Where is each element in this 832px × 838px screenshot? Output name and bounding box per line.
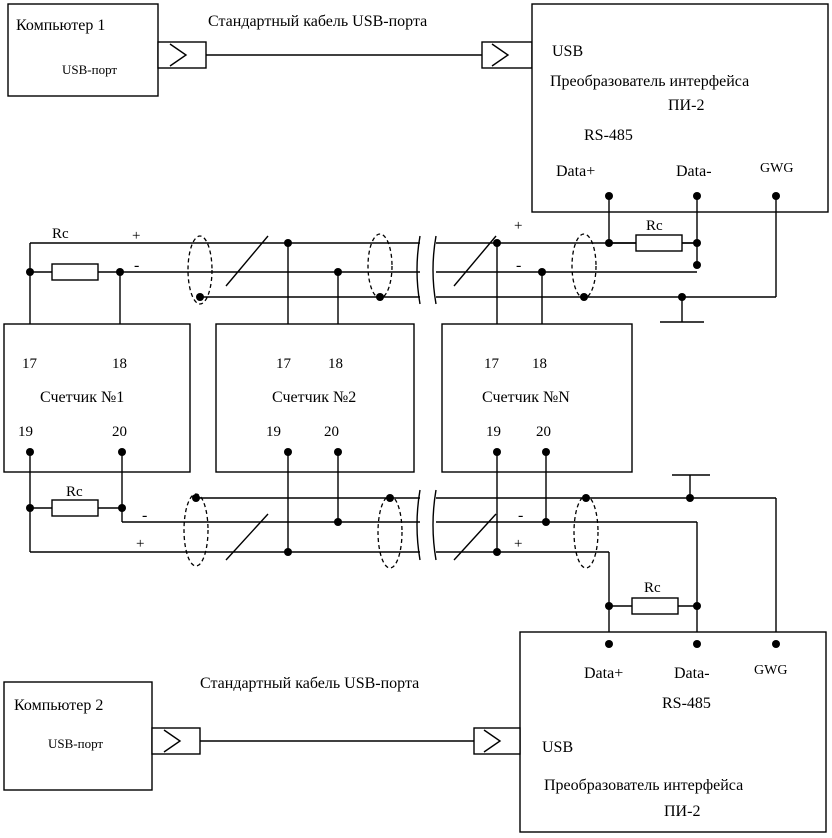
meter-2-bottom-plus-node <box>284 548 292 556</box>
converter-2-gwg-label: GWG <box>754 663 787 678</box>
converter-1-data-plus-label: Data+ <box>556 163 595 180</box>
computer-1: Компьютер 1 USB-порт <box>7 3 159 97</box>
bottom-drain-lead-1 <box>225 513 269 561</box>
bottom-left-plus-label: + <box>136 536 144 552</box>
meter-n-terminal-17: 17 <box>484 356 500 372</box>
bottom-right-rc-label: Rc <box>644 580 661 596</box>
converter-2-data-plus-label: Data+ <box>584 665 623 682</box>
meter-2-name: Счетчик №2 <box>272 389 356 406</box>
computer-1-label: Компьютер 1 <box>16 17 105 34</box>
bottom-right-plus-label: + <box>514 536 522 552</box>
meter-n-minus-node <box>538 268 546 276</box>
meter-2-plus-node <box>284 239 292 247</box>
top-right-termination-resistor <box>635 234 683 252</box>
converter-2: Data+ Data- GWG RS-485 USB Преобразовате… <box>519 631 827 833</box>
top-left-termination-resistor <box>51 263 99 281</box>
bottom-right-minus-label: - <box>518 507 523 524</box>
converter-2-data-minus-terminal <box>693 640 701 648</box>
converter-1-gwg-label: GWG <box>760 161 793 176</box>
meter-n-bottom-minus-node <box>542 518 550 526</box>
converter-1-rs485-label: RS-485 <box>584 127 633 144</box>
converter-2-usb-label: USB <box>542 739 573 756</box>
computer-2-usb-port-label: USB-порт <box>48 736 103 751</box>
bottom-left-rc-label: Rc <box>66 484 83 500</box>
top-right-node-minus-b <box>693 261 701 269</box>
top-left-rc-label: Rc <box>52 226 69 242</box>
meter-1: 17 18 Счетчик №1 19 20 <box>3 323 191 473</box>
usb-cable-top-label: Стандартный кабель USB-порта <box>208 13 427 30</box>
converter-2-title: Преобразователь интерфейса <box>544 777 743 794</box>
computer-2: Компьютер 2 USB-порт <box>3 681 153 791</box>
top-drain-lead-1 <box>225 235 269 287</box>
top-bus-break-mark <box>416 235 437 305</box>
top-drain-lead-2 <box>453 235 497 287</box>
top-cable-shield-1 <box>187 235 213 305</box>
bottom-shield-node-1 <box>192 494 200 502</box>
bottom-right-termination-resistor <box>631 597 679 615</box>
converter-2-data-minus-label: Data- <box>674 665 710 682</box>
meter-n-terminal-20: 20 <box>536 424 551 440</box>
meter-n-plus-node <box>493 239 501 247</box>
bottom-drain-lead-2 <box>453 513 497 561</box>
top-right-rc-label: Rc <box>646 218 663 234</box>
usb-connector-computer-1 <box>157 41 207 69</box>
meter-1-name: Счетчик №1 <box>40 389 124 406</box>
bottom-cable-shield-2 <box>377 495 403 569</box>
top-right-node-minus-a <box>693 239 701 247</box>
meter-2-terminal-17: 17 <box>276 356 292 372</box>
meter-1-terminal-17: 17 <box>22 356 38 372</box>
meter-2-bottom-minus-node <box>334 518 342 526</box>
bottom-shield-node-2 <box>386 494 394 502</box>
converter-1-title: Преобразователь интерфейса <box>550 73 749 90</box>
meter-1-terminal-19: 19 <box>18 424 33 440</box>
top-shield-node-3 <box>580 293 588 301</box>
top-right-minus-label: - <box>516 257 521 274</box>
bottom-cable-shield-1 <box>183 493 209 567</box>
top-left-minus-label: - <box>134 257 139 274</box>
usb-connector-converter-2 <box>473 727 521 755</box>
top-shield-node-2 <box>376 293 384 301</box>
converter-2-rs485-label: RS-485 <box>662 695 711 712</box>
computer-2-label: Компьютер 2 <box>14 697 103 714</box>
usb-cable-bottom-label: Стандартный кабель USB-порта <box>200 675 419 692</box>
meter-n-terminal-19: 19 <box>486 424 501 440</box>
meter-2: 17 18 Счетчик №2 19 20 <box>215 323 415 473</box>
meter-2-terminal-18: 18 <box>328 356 343 372</box>
computer-1-usb-port-label: USB-порт <box>62 62 117 77</box>
bottom-right-node-minus <box>693 602 701 610</box>
converter-1-usb-label: USB <box>552 43 583 60</box>
usb-connector-converter-1 <box>481 41 533 69</box>
bottom-bus-break-mark <box>416 489 437 561</box>
top-left-plus-label: + <box>132 228 140 244</box>
converter-2-data-plus-terminal <box>605 640 613 648</box>
bottom-shield-node-3 <box>582 494 590 502</box>
meter-2-terminal-19: 19 <box>266 424 281 440</box>
bottom-left-minus-label: - <box>142 507 147 524</box>
converter-2-model: ПИ-2 <box>664 803 700 820</box>
meter-1-terminal-20: 20 <box>112 424 127 440</box>
meter-2-minus-node <box>334 268 342 276</box>
usb-connector-computer-2 <box>151 727 201 755</box>
bottom-left-node-minus <box>118 504 126 512</box>
converter-1: USB Преобразователь интерфейса ПИ-2 RS-4… <box>531 3 829 213</box>
converter-1-data-minus-label: Data- <box>676 163 712 180</box>
meter-2-terminal-20: 20 <box>324 424 339 440</box>
bottom-cable-shield-3 <box>573 495 599 569</box>
meter-1-terminal-18: 18 <box>112 356 127 372</box>
meter-n-terminal-18: 18 <box>532 356 547 372</box>
top-shield-node-1 <box>196 293 204 301</box>
converter-1-model: ПИ-2 <box>668 97 704 114</box>
bottom-left-termination-resistor <box>51 499 99 517</box>
top-right-plus-label: + <box>514 218 522 234</box>
meter-n-bottom-plus-node <box>493 548 501 556</box>
meter-n: 17 18 Счетчик №N 19 20 <box>441 323 633 473</box>
converter-2-gwg-terminal <box>772 640 780 648</box>
meter-n-name: Счетчик №N <box>482 389 570 406</box>
